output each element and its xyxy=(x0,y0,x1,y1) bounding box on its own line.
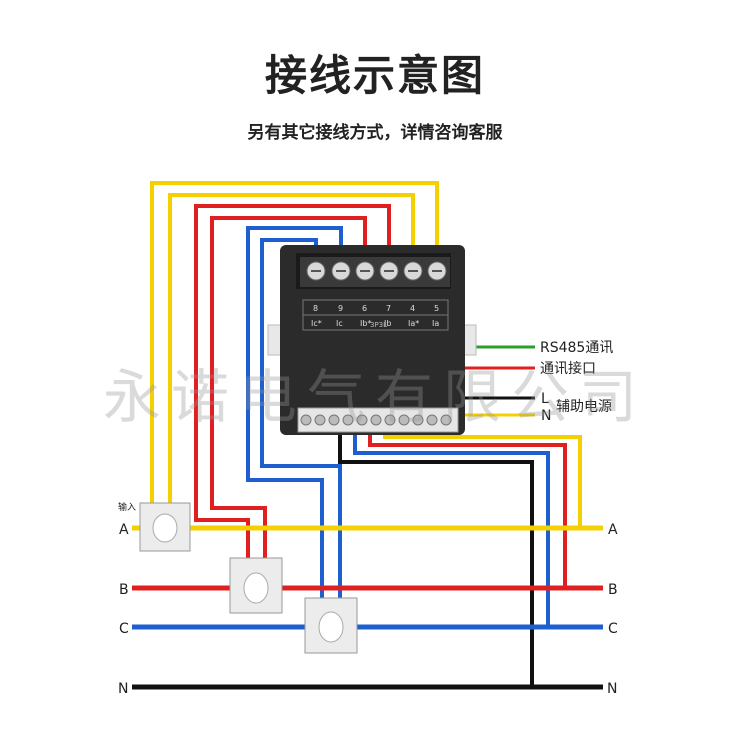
terminal-label: Ic xyxy=(336,319,343,328)
input-label: 输入 xyxy=(118,501,136,513)
bottom-terminal-screw xyxy=(328,414,340,426)
terminal-label: Ib* xyxy=(360,319,371,328)
left-label-a: A xyxy=(119,522,129,538)
terminal-number: 6 xyxy=(362,304,367,313)
label-N-aux: N xyxy=(541,408,551,424)
terminal-label: Ib xyxy=(384,319,391,328)
wire-ia-star xyxy=(150,181,439,505)
terminal-number: 8 xyxy=(313,304,318,313)
wire-ia xyxy=(168,193,415,505)
wire-ib xyxy=(210,216,367,560)
wire-ic xyxy=(260,238,342,600)
right-label-n: N xyxy=(607,681,617,697)
terminal-label: Ia* xyxy=(408,319,419,328)
wire-ua xyxy=(383,425,582,528)
right-label-b: B xyxy=(608,582,618,598)
label-comm-port: 通讯接口 xyxy=(540,360,596,377)
wire-un xyxy=(338,425,534,687)
ct-c xyxy=(304,597,358,654)
terminal-number: 9 xyxy=(338,304,343,313)
label-rs485: RS485通讯 xyxy=(540,340,613,356)
terminal-number: 4 xyxy=(410,304,415,313)
label-L: L xyxy=(541,391,549,407)
bottom-terminal-screw xyxy=(314,414,326,426)
meter-model: 3P3L xyxy=(370,321,387,329)
left-label-c: C xyxy=(119,621,129,637)
ct-a xyxy=(139,502,191,552)
label-aux-power: 辅助电源 xyxy=(556,399,612,415)
bottom-terminal-screw xyxy=(356,414,368,426)
bottom-terminal-screw xyxy=(370,414,382,426)
page-subtitle: 另有其它接线方式，详情咨询客服 xyxy=(247,123,503,143)
bottom-terminal-screw xyxy=(412,414,424,426)
bottom-terminal-screw xyxy=(440,414,452,426)
right-label-c: C xyxy=(608,621,618,637)
wire-ic-star xyxy=(246,226,343,600)
right-label-a: A xyxy=(608,522,618,538)
meter-device xyxy=(267,245,477,435)
bottom-terminal-screw xyxy=(398,414,410,426)
wire-uc xyxy=(353,425,550,627)
terminal-number: 7 xyxy=(386,304,391,313)
terminal-label: Ia xyxy=(432,319,439,328)
left-label-b: B xyxy=(119,582,129,598)
bottom-terminal-screw xyxy=(342,414,354,426)
terminal-label: Ic* xyxy=(311,319,322,328)
page-title: 接线示意图 xyxy=(264,51,485,100)
terminal-number: 5 xyxy=(434,304,439,313)
bottom-terminal-screw xyxy=(426,414,438,426)
left-label-n: N xyxy=(118,681,128,697)
wire-ub xyxy=(368,425,567,588)
watermark: 永诺电气有限公司 xyxy=(102,363,647,431)
bottom-terminal-screw xyxy=(300,414,312,426)
ct-b xyxy=(229,557,283,614)
bottom-terminal-screw xyxy=(384,414,396,426)
